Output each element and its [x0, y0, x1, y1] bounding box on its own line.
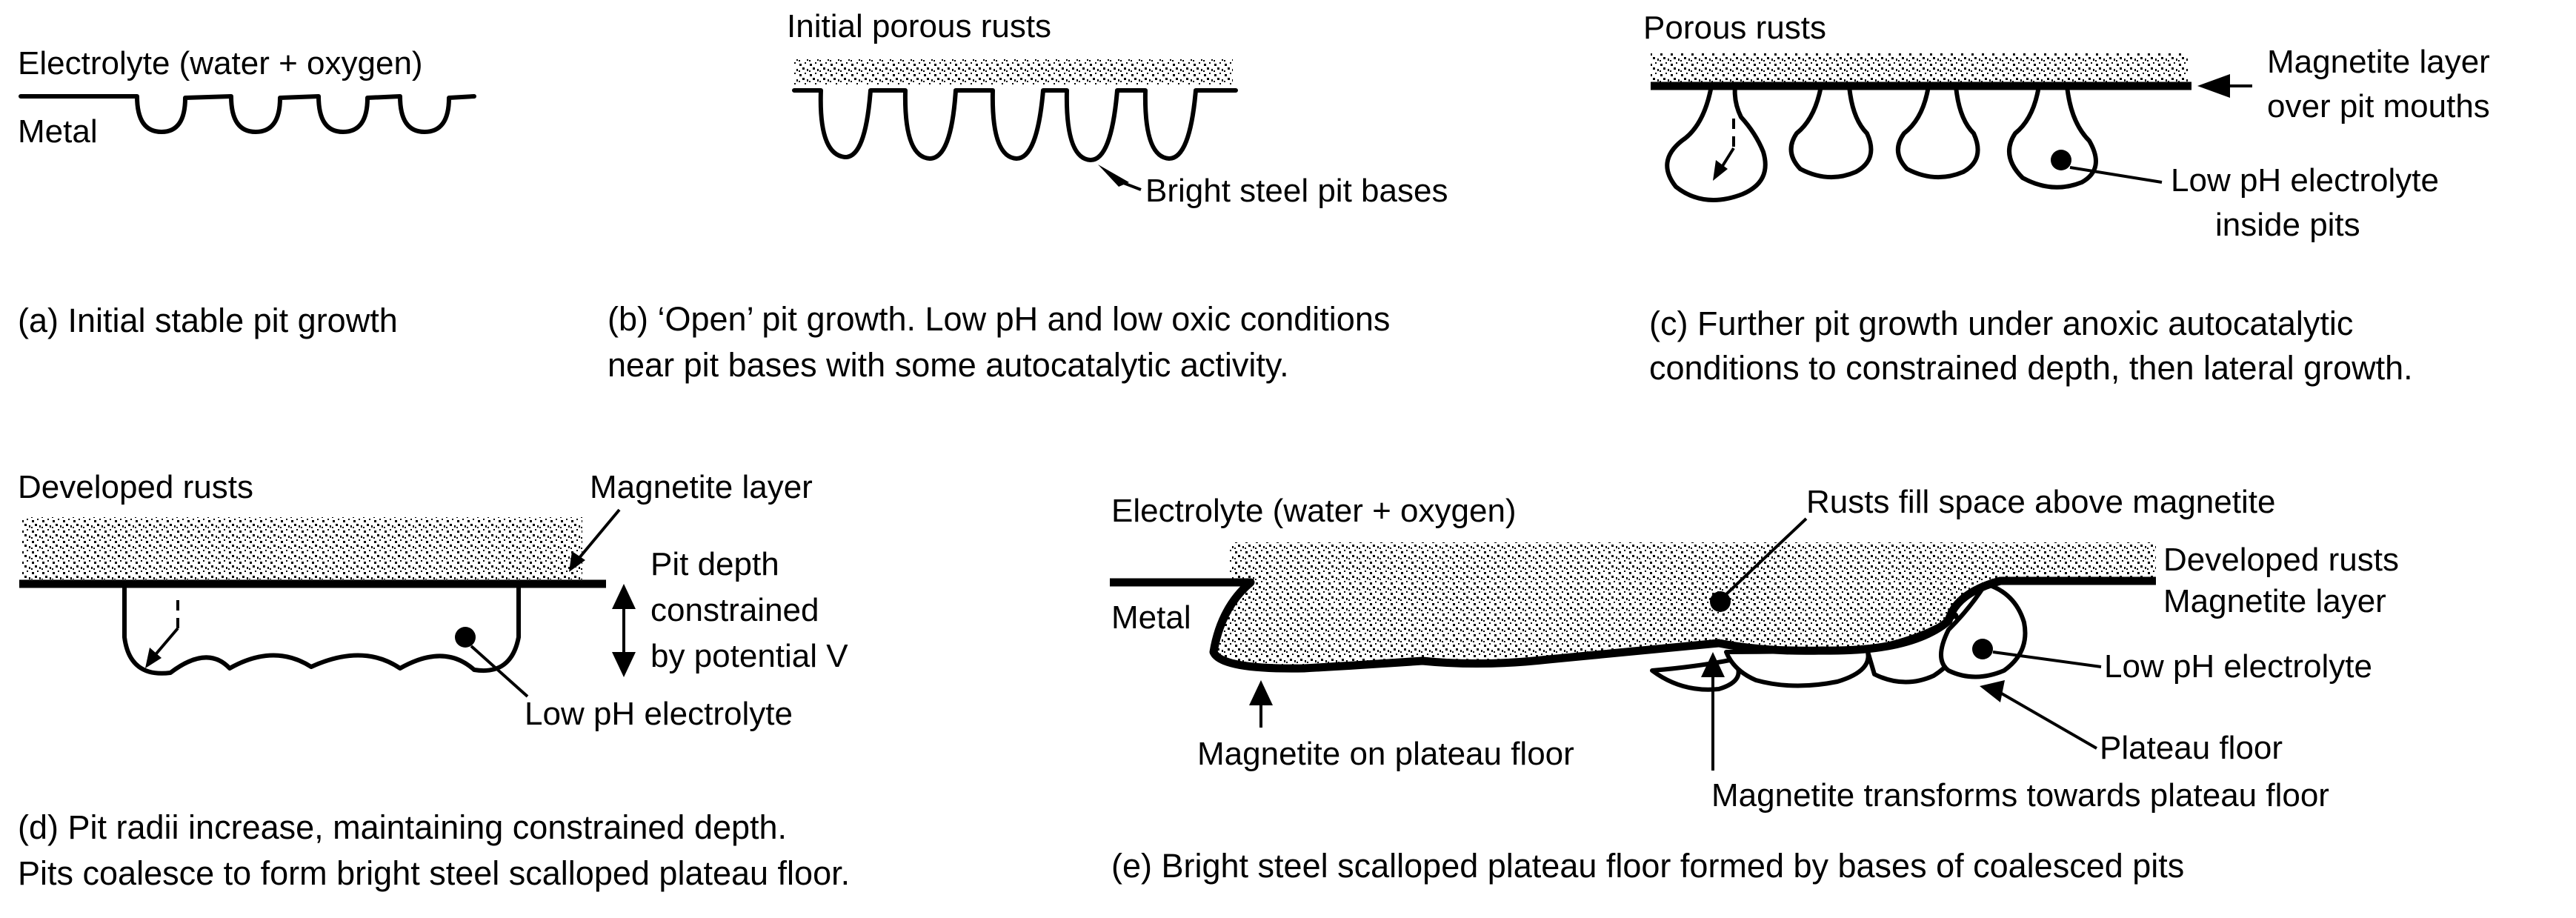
plateau-floor-arrowhead: [1980, 680, 2005, 702]
magnetite-transforms-arrowhead: [1701, 652, 1725, 677]
metal-surface-open-pits: [792, 88, 1238, 162]
panel-d: Developed rusts Magnetite layer Pit dept…: [18, 469, 850, 892]
magnetite-label-2: over pit mouths: [2267, 88, 2490, 124]
magnetite-layer-label: Magnetite layer: [2163, 583, 2386, 619]
pit-growth-arrowhead: [1713, 160, 1728, 181]
pit-growth-arrowhead: [145, 648, 162, 668]
magnetite-leader: [573, 508, 621, 565]
electrolyte-label: Electrolyte (water + oxygen): [18, 45, 423, 82]
electrolyte-label: Electrolyte (water + oxygen): [1111, 493, 1517, 529]
low-ph-leader: [2069, 166, 2163, 184]
low-ph-dot: [2051, 150, 2071, 170]
magnetite-arrowhead: [2197, 74, 2230, 98]
pit-depth-label-2: constrained: [650, 592, 819, 628]
low-ph-dot: [455, 627, 476, 648]
low-ph-leader: [470, 645, 529, 698]
porous-rusts-label: Porous rusts: [1643, 10, 1826, 46]
panel-c: Porous rusts Magnetite layer over pit mo…: [1643, 10, 2490, 387]
caption-c-line1: (c) Further pit growth under anoxic auto…: [1649, 305, 2353, 342]
magnetite-floor-arrowhead: [1249, 680, 1273, 705]
caption-d-line1: (d) Pit radii increase, maintaining cons…: [18, 808, 787, 846]
rust-fill-leader: [1725, 517, 1808, 596]
rust-fill-dot: [1710, 591, 1731, 612]
magnetite-plateau-boundary: [1110, 576, 2156, 673]
caption-c-line2: conditions to constrained depth, then la…: [1649, 349, 2413, 387]
metal-label: Metal: [1111, 599, 1191, 636]
caption-b-line1: (b) ‘Open’ pit growth. Low pH and low ox…: [608, 300, 1390, 338]
flask-pits: [1665, 84, 2098, 202]
panel-e: Electrolyte (water + oxygen) Rusts fill …: [1110, 484, 2399, 885]
pit-depth-label-3: by potential V: [650, 638, 848, 674]
caption-b-line2: near pit bases with some autocatalytic a…: [608, 346, 1289, 384]
low-ph-label-2: inside pits: [2215, 207, 2360, 243]
caption-d-line2: Pits coalesce to form bright steel scall…: [18, 854, 850, 892]
porous-rusts: [1651, 53, 2189, 83]
plateau-floor-leader: [2000, 691, 2097, 750]
low-ph-label: Low pH electrolyte: [2104, 648, 2372, 685]
low-ph-dot: [1972, 639, 1993, 659]
caption-e: (e) Bright steel scalloped plateau floor…: [1111, 847, 2184, 885]
magnetite-layer-label: Magnetite layer: [590, 469, 813, 505]
magnetite-floor-label: Magnetite on plateau floor: [1197, 736, 1574, 772]
caption-a: (a) Initial stable pit growth: [18, 302, 398, 339]
plateau-floor-label: Plateau floor: [2100, 730, 2283, 766]
depth-arrow-down: [612, 652, 636, 677]
low-ph-label-1: Low pH electrolyte: [2171, 162, 2439, 199]
depth-arrow-up: [612, 584, 636, 609]
developed-rusts-label: Developed rusts: [2163, 542, 2399, 578]
panel-b: Initial porous rusts Bright steel pit ba…: [608, 8, 1448, 384]
low-ph-label: Low pH electrolyte: [525, 696, 793, 732]
initial-porous-rusts: [794, 59, 1233, 84]
metal-surface-shallow-pits: [19, 94, 476, 134]
magnetite-transforms-label: Magnetite transforms towards plateau flo…: [1711, 777, 2329, 814]
rusts-fill-label: Rusts fill space above magnetite: [1806, 484, 2275, 520]
panel-a: Electrolyte (water + oxygen) Metal (a) I…: [18, 45, 476, 339]
developed-rusts: [22, 517, 582, 579]
pit-growth-arrow-shaft: [151, 627, 179, 659]
initial-rusts-label: Initial porous rusts: [787, 8, 1051, 44]
magnetite-label-1: Magnetite layer: [2267, 44, 2490, 80]
pit-base-leader: [1115, 179, 1142, 191]
low-ph-leader: [1992, 651, 2102, 668]
developed-rusts-label: Developed rusts: [18, 469, 253, 505]
pit-depth-label-1: Pit depth: [650, 546, 779, 582]
magnetite-arrowhead: [569, 551, 585, 572]
metal-label: Metal: [18, 113, 98, 150]
scalloped-pit-cavity: [122, 582, 521, 676]
pit-bases-label: Bright steel pit bases: [1145, 173, 1448, 209]
